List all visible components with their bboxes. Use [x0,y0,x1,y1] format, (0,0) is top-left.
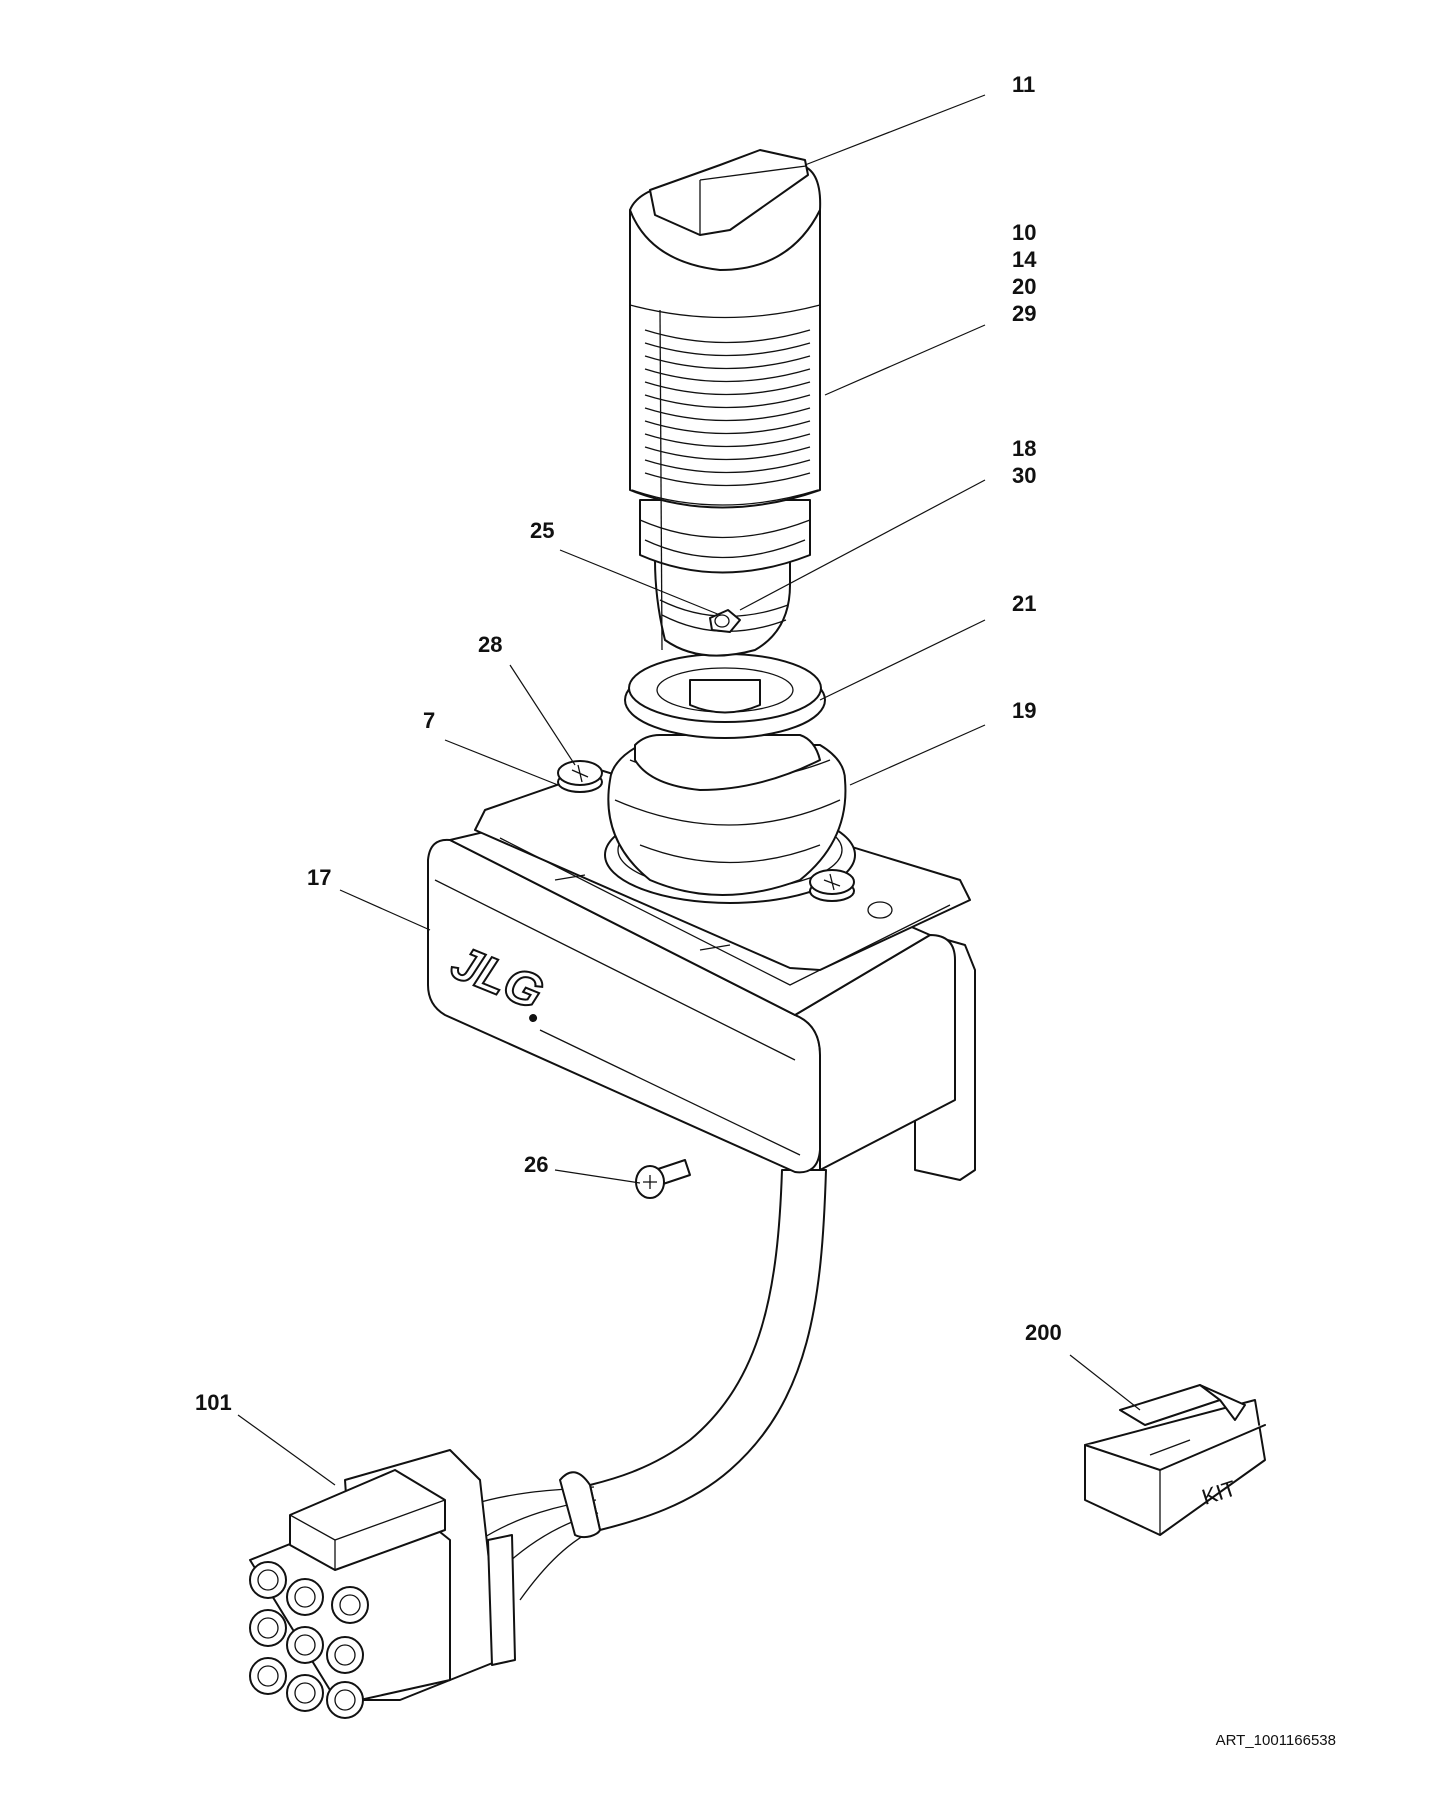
callout-7: 7 [423,708,435,733]
connector-cavities [249,1561,369,1719]
callout-labels: 11 10 14 20 29 18 30 25 21 28 7 19 17 26… [195,72,1062,1415]
cable [469,1169,827,1601]
callout-17: 17 [307,865,331,890]
plate-screw-right [809,869,855,902]
callout-18: 18 [1012,436,1036,461]
screw-26 [635,1159,691,1199]
connector-plug [249,1449,516,1719]
art-id-label: ART_1001166538 [1215,1732,1336,1749]
callout-30: 30 [1012,463,1036,488]
kit-box: KIT [1084,1384,1266,1536]
gaiter-ring [624,653,826,739]
callout-10: 10 [1012,220,1036,245]
callout-28: 28 [478,632,502,657]
leader-lines [237,94,1141,1486]
callout-21: 21 [1012,591,1036,616]
callout-29: 29 [1012,301,1036,326]
callout-200: 200 [1025,1320,1062,1345]
callout-19: 19 [1012,698,1036,723]
callout-14: 14 [1012,247,1037,272]
grip-ribs [644,329,811,487]
rubber-boot [604,734,856,904]
joystick-handle [629,149,822,657]
callout-20: 20 [1012,274,1036,299]
callout-26: 26 [524,1152,548,1177]
callout-101: 101 [195,1390,232,1415]
callout-25: 25 [530,518,554,543]
callout-11: 11 [1012,72,1035,97]
plate-screw-left [557,760,603,793]
